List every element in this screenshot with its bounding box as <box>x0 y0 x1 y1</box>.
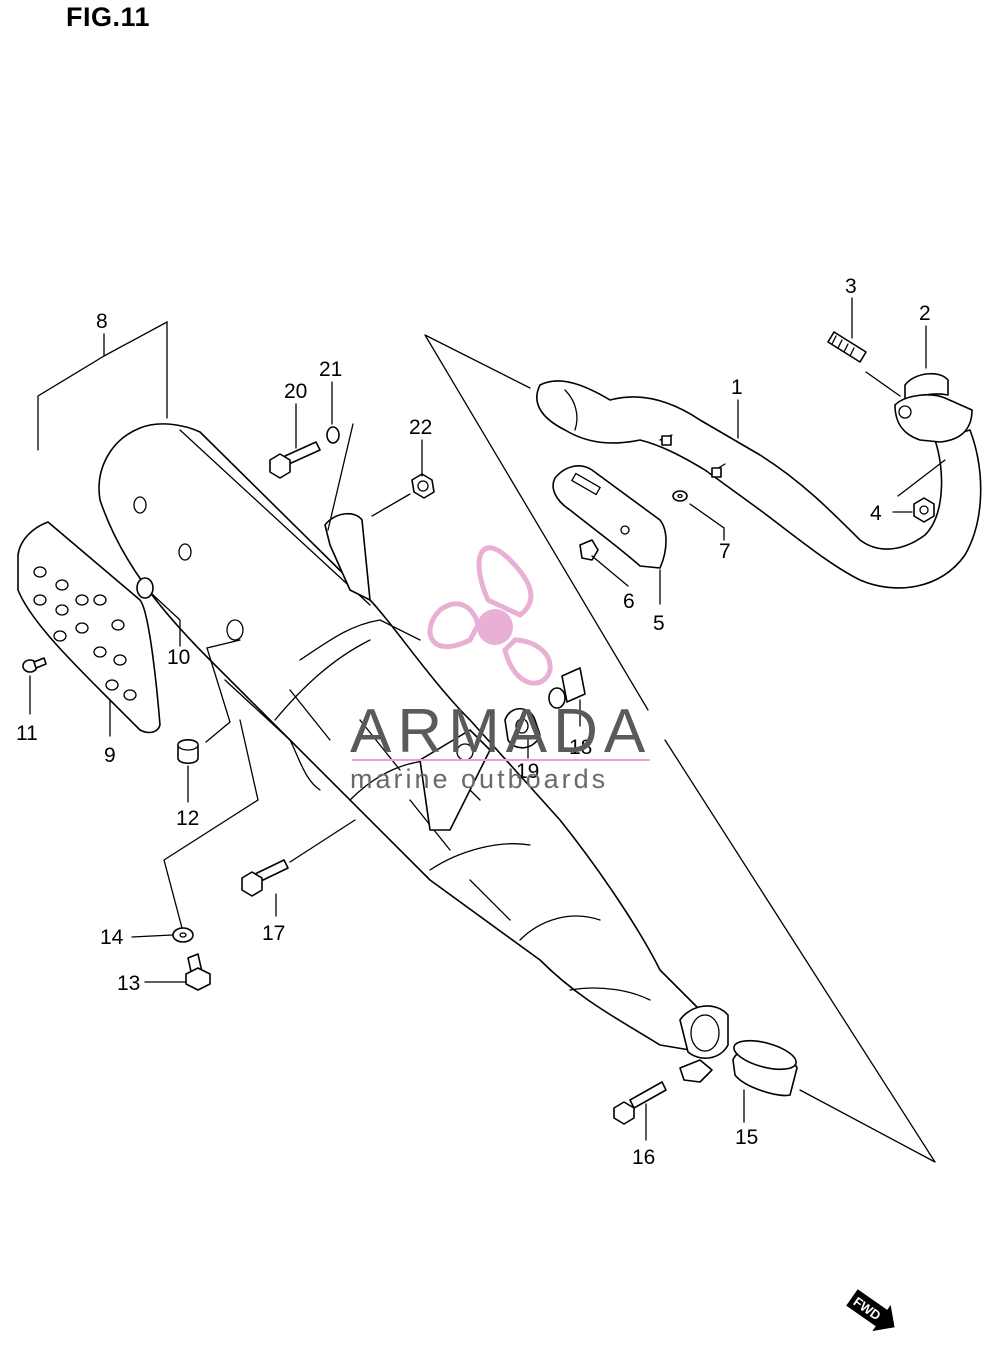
callout-6: 6 <box>623 590 635 613</box>
watermark-tagline: marine outboards <box>350 764 608 794</box>
callout-12: 12 <box>176 807 199 830</box>
flange-nut <box>913 497 935 523</box>
arrow-right-icon <box>846 1289 895 1332</box>
end-cap <box>732 1039 798 1097</box>
callout-18: 18 <box>569 736 592 759</box>
callout-4: 4 <box>870 502 882 525</box>
watermark-brand: ARMADA <box>350 697 651 766</box>
callout-15: 15 <box>735 1126 758 1149</box>
spacer-collar <box>548 667 586 709</box>
callout-3: 3 <box>845 275 857 298</box>
callout-9: 9 <box>104 744 116 767</box>
callout-labels: 1 2 3 4 5 6 7 8 9 10 11 12 13 14 15 16 1… <box>16 275 931 1169</box>
washer-shield <box>136 577 154 599</box>
callout-11: 11 <box>16 722 38 745</box>
callout-14: 14 <box>100 926 124 949</box>
callout-21: 21 <box>319 358 342 381</box>
tail-bolt <box>613 1081 667 1125</box>
callout-22: 22 <box>409 416 432 439</box>
watermark: ARMADA marine outboards <box>350 545 651 794</box>
heat-shield <box>17 521 161 734</box>
mount-bolt-long <box>241 859 289 897</box>
callout-5: 5 <box>653 612 665 635</box>
bracket-washer <box>326 426 340 444</box>
callout-10: 10 <box>167 646 190 669</box>
fwd-direction-badge: FWD <box>846 1289 895 1332</box>
heat-shield-holes <box>33 566 137 701</box>
callout-7: 7 <box>719 540 731 563</box>
callout-8: 8 <box>96 310 108 333</box>
callout-2: 2 <box>919 302 931 325</box>
grommet <box>504 707 541 749</box>
leader-lines <box>29 297 946 1141</box>
bracket-bolt <box>269 441 321 479</box>
figure-title: FIG.11 <box>66 2 151 32</box>
washer-bolt <box>172 927 194 943</box>
callout-1: 1 <box>731 376 743 399</box>
assembly-outline <box>424 334 936 1163</box>
propeller-logo-icon <box>427 545 553 686</box>
callout-20: 20 <box>284 380 307 403</box>
heat-protector-bracket <box>552 465 667 569</box>
exhaust-flange <box>894 372 973 443</box>
bracket-nut <box>411 473 435 499</box>
rubber-damper <box>177 738 199 765</box>
callout-19: 19 <box>516 760 539 783</box>
washer-small <box>672 490 688 502</box>
muffler <box>98 423 729 1083</box>
stud-bolt <box>827 331 867 363</box>
shield-screw <box>22 657 47 673</box>
exhaust-pipe <box>536 380 982 589</box>
callout-13: 13 <box>117 972 140 995</box>
callout-17: 17 <box>262 922 285 945</box>
bolt-short <box>185 953 211 991</box>
callout-16: 16 <box>632 1146 655 1169</box>
nut-small <box>579 539 599 561</box>
